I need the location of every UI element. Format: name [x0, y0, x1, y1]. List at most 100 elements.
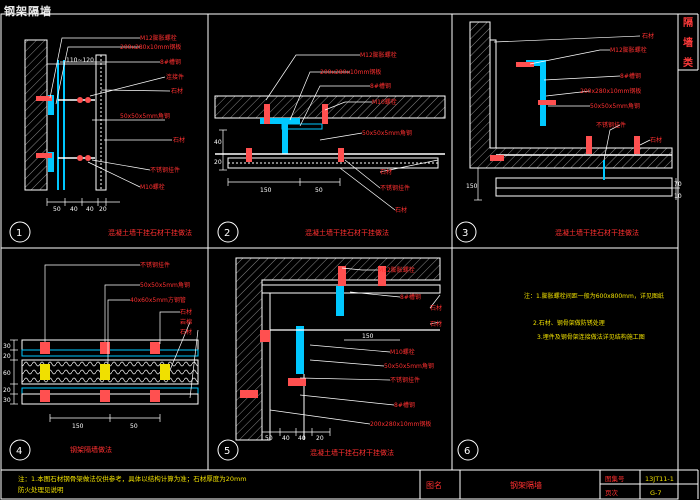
detail-caption: 混凝土墙干挂石材干挂做法: [305, 228, 389, 237]
detail-1: M12膨胀螺栓 200x280x10mm钢板 8#槽钢 连接件 石材 50x50…: [9, 34, 192, 243]
dim-text: 10: [674, 193, 682, 200]
callout-d5: 50x50x5mm角钢: [384, 362, 434, 370]
detail-number: 6: [464, 446, 470, 457]
dim-text: 20: [214, 159, 222, 166]
callout-d2: M12膨胀螺栓: [360, 51, 397, 59]
callout-d1: 50x50x5mm角钢: [120, 112, 170, 120]
dim-text: 150: [362, 333, 374, 340]
steel-plate: [48, 95, 54, 115]
detail-5-leaders: [269, 267, 441, 425]
stone-panel: [495, 177, 673, 189]
callout-d1: M10螺栓: [140, 183, 165, 191]
callout-d2: 不锈钢挂件: [380, 184, 410, 192]
callout-d2: M10螺栓: [372, 98, 397, 106]
dim-text: 40: [298, 435, 306, 442]
stone-panel-side: [261, 292, 271, 441]
channel-steel: [336, 286, 344, 316]
callout-d2: 50x50x5mm角钢: [362, 129, 412, 137]
concrete-corner: [469, 21, 673, 169]
detail-6: 注：1.膨胀螺栓间距一般为600x800mm，详见图纸 2.石材、钢骨架做防锈处…: [457, 292, 664, 461]
callout-d3: 石材: [650, 136, 662, 144]
detail-number-circle: [217, 221, 239, 243]
stone-panel-top: [261, 284, 441, 294]
concrete-slab: [214, 95, 446, 119]
callout-d4: 不锈钢挂件: [140, 261, 170, 269]
callout-d3: 不锈钢挂件: [596, 121, 626, 129]
dim-text: 30: [3, 397, 11, 404]
callout-d5: 8#槽钢: [394, 401, 415, 409]
detail-number-circle: [9, 439, 31, 461]
stone-panel-vertical: [489, 39, 497, 149]
anchor-bolts: [490, 62, 640, 161]
callout-d1: M12膨胀螺栓: [140, 34, 177, 42]
detail-number-circle: [217, 439, 239, 461]
anchor-bolts: [40, 342, 160, 402]
detail-number-circle: [455, 221, 477, 243]
title-name-value: 钢架隔墙: [510, 480, 542, 490]
detail-4: 不锈钢挂件 50x50x5mm角钢 40x60x5mm方钢管 石材 岩棉 石材 …: [3, 261, 199, 461]
callout-d5: 200x280x10mm钢板: [370, 420, 431, 428]
note-line: 3.埋件及钢骨架连接做法详见结构施工图: [537, 333, 645, 341]
channel-steel: [296, 326, 304, 374]
detail-3-leaders: [493, 35, 651, 161]
detail-4-dims: [10, 339, 161, 422]
frame-title: 钢架隔墙: [4, 5, 52, 18]
detail-caption: 混凝土墙干挂石材干挂做法: [555, 228, 639, 237]
concrete-corner: [235, 257, 441, 441]
callout-d3: M12膨胀螺栓: [610, 46, 647, 54]
callout-d2: 石材: [380, 168, 392, 176]
channel-steel: [540, 66, 546, 126]
dim-text: 40: [86, 206, 94, 213]
callout-d1: 连接件: [166, 73, 184, 81]
title-atlas-value: 13JT11-1: [645, 475, 674, 483]
anchor-bolts: [36, 96, 91, 161]
dim-text: 110~120: [66, 57, 94, 64]
dim-text: 20: [99, 206, 107, 213]
anchor-bolts: [246, 104, 344, 162]
anchor-bolts: [240, 266, 386, 398]
dim-text: 150: [260, 187, 272, 194]
detail-number-circle: [457, 439, 479, 461]
dim-text: 60: [3, 370, 11, 377]
callout-d5: 8#槽钢: [400, 293, 421, 301]
title-note: 注：1.本图石材钢骨架做法仅供参考，具体以结构计算为准；石材厚度为20mm: [18, 474, 247, 483]
detail-number: 5: [224, 446, 230, 457]
callout-d1: 石材: [173, 136, 185, 144]
detail-3: 石材 M12膨胀螺栓 8#槽钢 200x280x10mm钢板 50x50x5mm…: [455, 21, 682, 243]
detail-5: M12膨胀螺栓 8#槽钢 石材 石材 M10螺栓 50x50x5mm角钢 不锈钢…: [217, 257, 442, 461]
callout-d4: 石材: [180, 308, 192, 316]
dim-text: 150: [72, 423, 84, 430]
title-note2: 防火处理见说明: [18, 485, 64, 494]
outer-border: [0, 13, 679, 500]
detail-2: M12膨胀螺栓 200x280x10mm钢板 8#槽钢 M10螺栓 50x50x…: [214, 51, 446, 243]
channel-steel: [282, 124, 288, 154]
detail-1-leaders: [49, 37, 172, 188]
square-tubes: [40, 364, 170, 380]
dim-text: 40: [282, 435, 290, 442]
detail-2-dims: [219, 129, 341, 186]
detail-caption: 混凝土墙干挂石材干挂做法: [108, 228, 192, 237]
callout-d1: 石材: [171, 87, 183, 95]
dim-text: 50: [130, 423, 138, 430]
callout-d4: 50x50x5mm角钢: [140, 281, 190, 289]
detail-caption: 钢架隔墙做法: [70, 445, 112, 454]
callout-d5: M10螺栓: [390, 348, 415, 356]
callout-d3: 石材: [642, 32, 654, 40]
side-tab-char: 类: [683, 58, 693, 69]
dim-text: 20: [316, 435, 324, 442]
detail-number-circle: [9, 221, 31, 243]
dim-text: 50: [53, 206, 61, 213]
callout-d2: 石材: [395, 206, 407, 214]
dim-text: 30: [3, 343, 11, 350]
detail-5-dims: [261, 339, 400, 436]
title-page-value: G-7: [650, 489, 662, 497]
side-tab: 隔 墙 类: [679, 14, 697, 74]
callout-d3: 8#槽钢: [620, 72, 641, 80]
detail-number: 1: [16, 228, 22, 239]
detail-number: 2: [224, 228, 230, 239]
title-atlas-label: 图集号: [605, 474, 625, 483]
dim-text: 150: [466, 183, 478, 190]
detail-2-leaders: [265, 54, 439, 211]
callout-d4: 石材: [180, 328, 192, 336]
